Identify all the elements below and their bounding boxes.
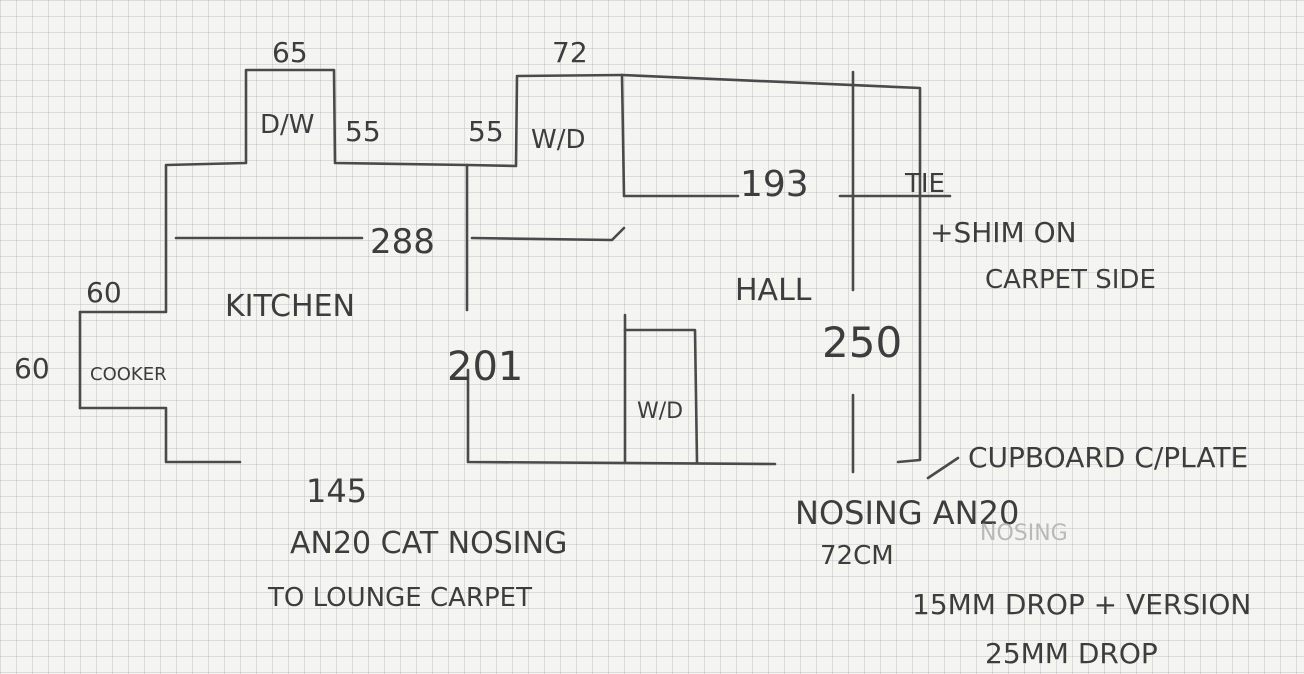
hall-label: HALL <box>735 273 812 308</box>
drop-note-line2: 25MM DROP <box>985 637 1158 670</box>
cupboard-note-pointer <box>926 456 960 480</box>
hall-nosing-line2: 72CM <box>820 541 894 571</box>
appliance-recesses <box>620 73 922 464</box>
hall-nosing-line1: NOSING AN20 <box>795 494 1019 532</box>
washer-dryer-label: W/D <box>531 125 586 155</box>
kitchen-width-label: 288 <box>370 222 435 262</box>
hall-walls <box>838 70 952 474</box>
kitchen-label: KITCHEN <box>225 289 355 324</box>
hall-width-label: 193 <box>740 164 809 205</box>
ghost-nosing-text: NOSING <box>980 521 1068 546</box>
washer-dryer-width-label: 72 <box>552 36 588 69</box>
kitchen-nosing-line1: AN20 CAT NOSING <box>290 526 567 561</box>
cooker-width-label: 60 <box>86 276 122 309</box>
hall-length-label: 250 <box>822 318 902 367</box>
dw-side-right-label: 55 <box>468 115 504 148</box>
cupboard-note: CUPBOARD C/PLATE <box>968 441 1248 474</box>
dimension-lines <box>174 226 626 242</box>
shim-note-line2: CARPET SIDE <box>985 265 1156 295</box>
kitchen-walls <box>78 68 777 466</box>
dishwasher-label: D/W <box>260 110 315 140</box>
dishwasher-width-label: 65 <box>272 36 308 69</box>
drop-note-line1: 15MM DROP + VERSION <box>912 588 1251 621</box>
shim-note-line1: +SHIM ON <box>930 216 1077 249</box>
kitchen-nosing-line2: TO LOUNGE CARPET <box>267 583 532 613</box>
cooker-depth-label: 60 <box>14 352 50 385</box>
cooker-label: COOKER <box>90 364 167 385</box>
kitchen-bottom-label: 145 <box>306 472 367 510</box>
tie-label: TIE <box>904 169 945 199</box>
dw-side-left-label: 55 <box>345 115 381 148</box>
cupboard-outline <box>623 313 699 464</box>
kitchen-depth-label: 201 <box>447 344 523 390</box>
cupboard-label: W/D <box>637 399 683 424</box>
